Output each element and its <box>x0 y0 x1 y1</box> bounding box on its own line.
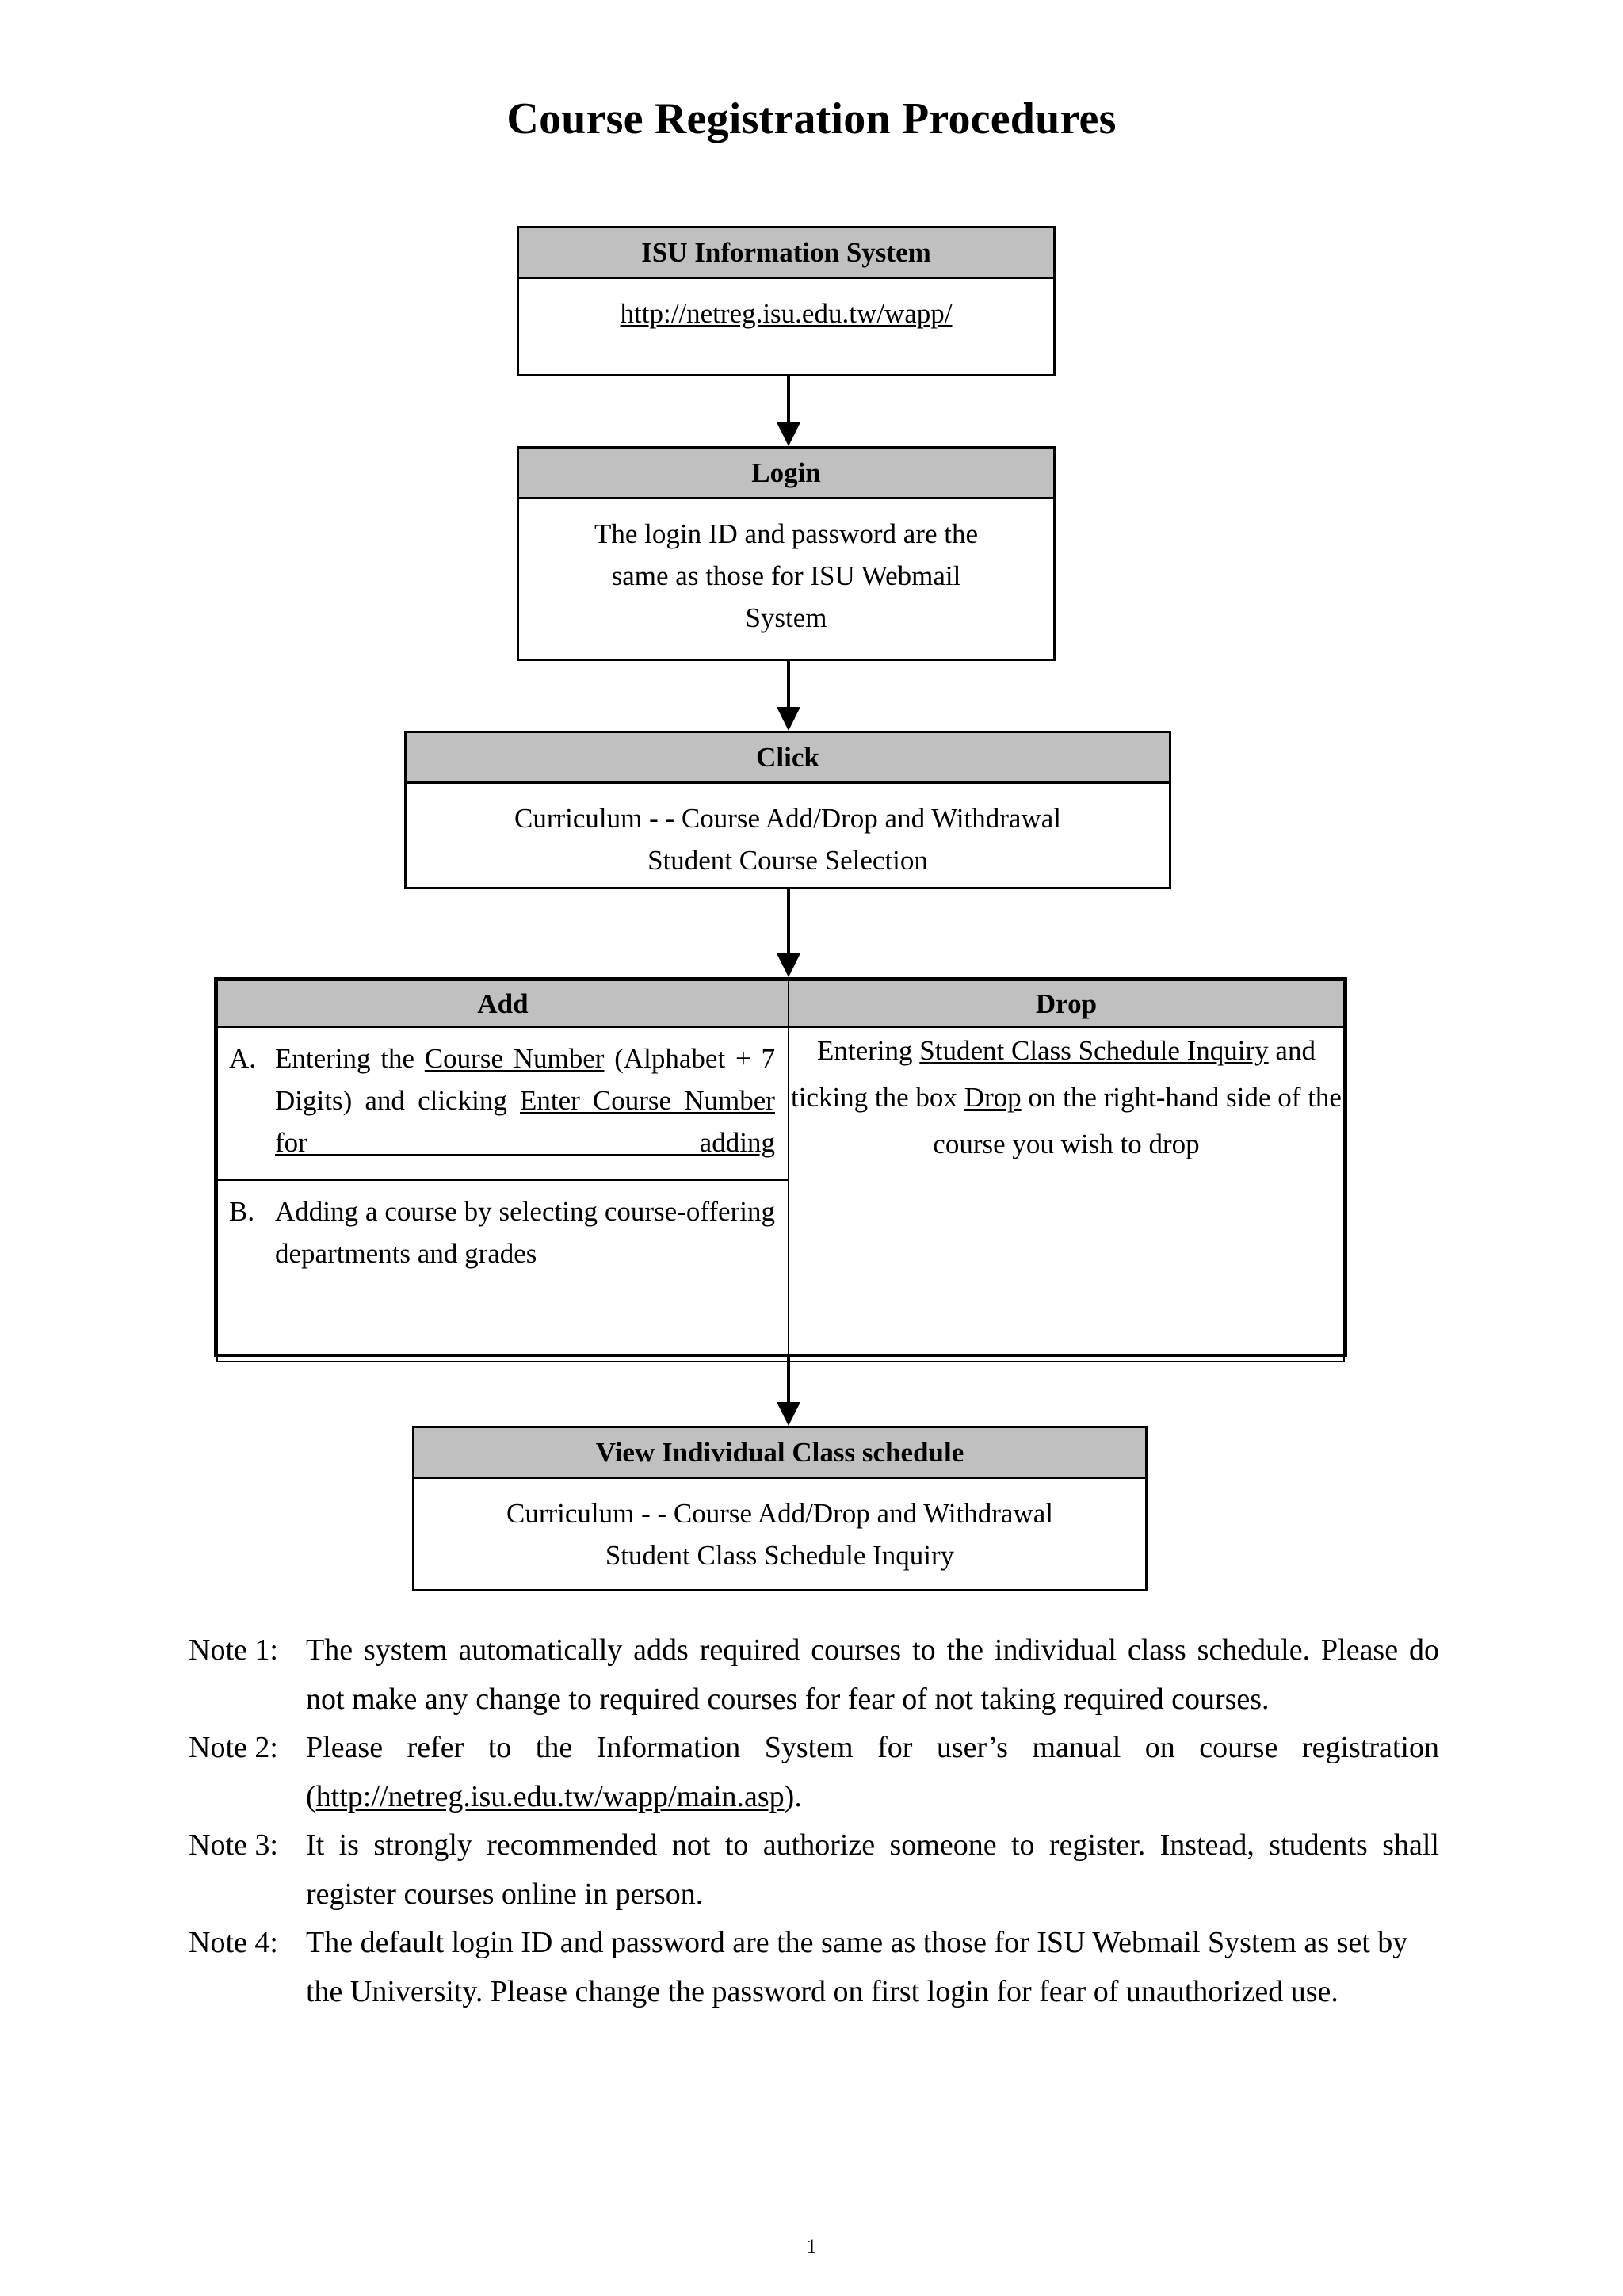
flow-box-click: Click Curriculum - - Course Add/Drop and… <box>404 731 1171 889</box>
login-body-line-1: The login ID and password are the <box>594 518 979 549</box>
flow-box-body-view: Curriculum - - Course Add/Drop and Withd… <box>414 1479 1145 1591</box>
student-class-schedule-inquiry-link[interactable]: Student Class Schedule Inquiry <box>919 1035 1269 1066</box>
note-item: Note 1: The system automatically adds re… <box>189 1626 1439 1724</box>
click-body-line-1: Curriculum - - Course Add/Drop and Withd… <box>514 803 1062 834</box>
page-title: Course Registration Procedures <box>506 94 1117 143</box>
enter-course-number-link[interactable]: Enter Course Number for adding <box>275 1085 775 1159</box>
add-item-a: A. Entering the Course Number (Alphabet … <box>218 1028 788 1174</box>
drop-text-3: on the right-hand side of the course you… <box>933 1081 1342 1159</box>
flow-box-isu-information-system: ISU Information System http://netreg.isu… <box>517 226 1056 376</box>
note-2-url-link[interactable]: http://netreg.isu.edu.tw/wapp/main.asp <box>315 1779 785 1813</box>
arrow-head <box>777 1402 800 1426</box>
table-cell-drop: Entering Student Class Schedule Inquiry … <box>787 1026 1346 1362</box>
note-2-text: Please refer to the Information System f… <box>306 1724 1439 1821</box>
add-item-a-text: Entering the Course Number (Alphabet + 7… <box>275 1037 775 1164</box>
note-4-label: Note 4: <box>189 1926 278 1960</box>
add-item-b: B. Adding a course by selecting course-o… <box>218 1181 788 1284</box>
note-item: Note 3: It is strongly recommended not t… <box>189 1821 1439 1919</box>
note-2-text-before: Please refer to the Information System f… <box>306 1731 1439 1813</box>
add-item-a-marker: A. <box>229 1043 257 1074</box>
note-3-label: Note 3: <box>189 1828 278 1862</box>
click-body-line-2: Student Course Selection <box>647 845 928 877</box>
notes-section: Note 1: The system automatically adds re… <box>189 1626 1439 2016</box>
note-4-text: The default login ID and password are th… <box>306 1926 1408 2008</box>
note-2-label: Note 2: <box>189 1731 278 1765</box>
table-header-add: Add <box>216 980 789 1028</box>
flow-box-view-individual-class-schedule: View Individual Class schedule Curriculu… <box>412 1426 1148 1591</box>
arrow-stem <box>787 661 790 707</box>
arrow-head <box>777 953 800 977</box>
flow-box-body-login: The login ID and password are the same a… <box>519 499 1053 654</box>
arrow-stem <box>787 376 790 422</box>
flow-box-body-isu: http://netreg.isu.edu.tw/wapp/ <box>519 279 1053 349</box>
flow-box-login: Login The login ID and password are the … <box>517 446 1056 661</box>
course-number-link[interactable]: Course Number <box>424 1043 605 1074</box>
table-cell-add-item-a: A. Entering the Course Number (Alphabet … <box>216 1026 789 1181</box>
arrow-head <box>777 422 800 446</box>
arrow-down-icon <box>777 1357 800 1426</box>
view-body-line-2: Student Class Schedule Inquiry <box>605 1540 955 1572</box>
note-2-text-after: ). <box>784 1779 802 1813</box>
flow-box-header-click: Click <box>407 733 1169 784</box>
flow-box-body-click: Curriculum - - Course Add/Drop and Withd… <box>407 784 1169 896</box>
table-header-drop: Drop <box>787 980 1346 1028</box>
add-item-a-text-1: Entering the <box>275 1043 425 1074</box>
add-item-a-text-2: (Alphabet + 7 Digits) and clicking <box>275 1043 775 1117</box>
add-item-b-text: Adding a course by selecting course-offe… <box>275 1196 775 1270</box>
arrow-down-icon <box>777 661 800 731</box>
add-drop-table: Add Drop A. Entering the Course Number (… <box>214 977 1347 1362</box>
note-item: Note 2: Please refer to the Information … <box>189 1724 1439 1821</box>
drop-text-1: Entering <box>817 1035 920 1066</box>
login-body-line-3: System <box>745 602 827 634</box>
flow-box-header-isu: ISU Information System <box>519 228 1053 279</box>
page-number: 1 <box>806 2235 817 2258</box>
note-1-text: The system automatically adds required c… <box>306 1633 1439 1716</box>
login-body-line-2: same as those for ISU Webmail <box>611 560 961 592</box>
arrow-stem <box>787 889 790 953</box>
isu-url-link[interactable]: http://netreg.isu.edu.tw/wapp/ <box>620 298 953 329</box>
arrow-stem <box>787 1357 790 1402</box>
arrow-down-icon <box>777 889 800 977</box>
table-cell-add-item-b: B. Adding a course by selecting course-o… <box>216 1179 789 1362</box>
arrow-head <box>777 707 800 731</box>
flow-box-header-view: View Individual Class schedule <box>414 1428 1145 1479</box>
note-1-label: Note 1: <box>189 1633 278 1667</box>
arrow-down-icon <box>777 376 800 446</box>
add-item-b-marker: B. <box>229 1196 255 1227</box>
flow-box-header-login: Login <box>519 449 1053 499</box>
drop-text-2: and ticking the box <box>790 1035 1316 1113</box>
drop-checkbox-link[interactable]: Drop <box>964 1081 1022 1113</box>
view-body-line-1: Curriculum - - Course Add/Drop and Withd… <box>506 1498 1054 1529</box>
note-item: Note 4: The default login ID and passwor… <box>189 1919 1439 2016</box>
note-3-text: It is strongly recommended not to author… <box>306 1828 1439 1911</box>
